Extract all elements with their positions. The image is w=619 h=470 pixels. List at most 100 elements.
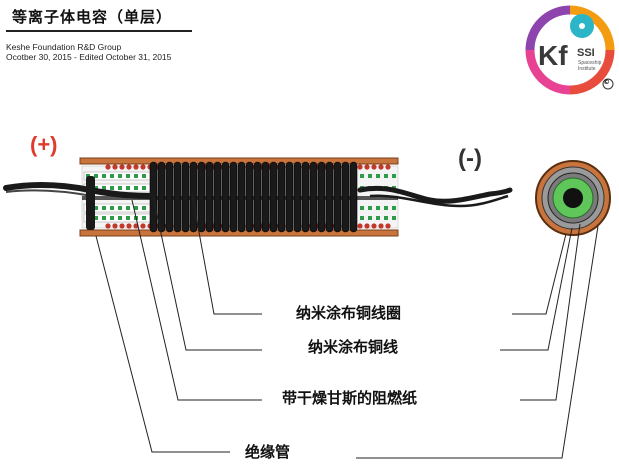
gans-dash (368, 216, 372, 220)
coil-turn (293, 161, 302, 233)
copper-dot (119, 164, 125, 170)
kfssi-logo (525, 5, 615, 95)
copyright-mark: © (603, 78, 610, 86)
gans-dash (110, 174, 114, 178)
coil-turn (221, 161, 230, 233)
gans-dash (102, 186, 106, 190)
gans-dash (376, 206, 380, 210)
gans-dash (384, 216, 388, 220)
coil-turn (277, 161, 286, 233)
label-insulation-tube: 绝缘管 (245, 443, 291, 461)
gans-dash (126, 216, 130, 220)
coil-turn (261, 161, 270, 233)
gans-dash (142, 186, 146, 190)
gans-dash (110, 206, 114, 210)
right-wire-lead-2 (369, 194, 509, 208)
page-title: 等离子体电容（单层） (12, 8, 173, 26)
gans-dash (142, 174, 146, 178)
copper-dot (364, 164, 370, 170)
leader-coil-right (512, 233, 567, 315)
gans-dash (94, 206, 98, 210)
copper-dot (133, 164, 139, 170)
gans-dash (94, 216, 98, 220)
coil-turn (349, 161, 358, 233)
coil-turn (269, 161, 278, 233)
coil-turn (301, 161, 310, 233)
leader-tube (95, 235, 230, 453)
coil-turn (173, 161, 182, 233)
copper-dot (385, 223, 391, 229)
logo-subtitle-line1: Spaceship (578, 60, 602, 66)
label-nano-wire: 纳米涂布铜线 (308, 338, 399, 356)
copper-dot (378, 223, 384, 229)
copper-dot (385, 164, 391, 170)
gans-dash (118, 186, 122, 190)
copper-dot (371, 164, 377, 170)
leader-wire (152, 195, 262, 351)
gans-dash (384, 174, 388, 178)
coil-turn (205, 161, 214, 233)
coil-turn (197, 161, 206, 233)
coil-turn (341, 161, 350, 233)
leader-coil (191, 193, 262, 315)
left-wire-lead-shadow (5, 189, 93, 197)
coil-turn (189, 161, 198, 233)
copper-dot (119, 223, 125, 229)
gans-dash (118, 216, 122, 220)
gans-dash (102, 216, 106, 220)
gans-dash (126, 206, 130, 210)
logo-subtitle-line2: Institute (578, 66, 596, 72)
right-wire-lead (357, 185, 513, 204)
coil-turn (309, 161, 318, 233)
coil-turn (181, 161, 190, 233)
copper-dot (126, 223, 132, 229)
coil-turn (245, 161, 254, 233)
gans-dash (360, 174, 364, 178)
gans-dash (384, 206, 388, 210)
leader-paper-right (520, 223, 581, 401)
copper-dot (357, 164, 363, 170)
leader-tube-right (356, 225, 599, 459)
coil-turn (237, 161, 246, 233)
gans-dash (142, 216, 146, 220)
copper-dot (112, 164, 118, 170)
gans-dash (110, 186, 114, 190)
date-line: Ocotber 30, 2015 - Edited October 31, 20… (6, 52, 172, 62)
gans-dash (94, 174, 98, 178)
label-gans-paper: 带干燥甘斯的阻燃纸 (282, 389, 418, 407)
coil-turn (325, 161, 334, 233)
leader-wire-right (500, 227, 573, 351)
coil-turn (317, 161, 326, 233)
gans-dash (376, 216, 380, 220)
title-underline (6, 30, 192, 32)
copper-dot (357, 223, 363, 229)
gans-dash (110, 216, 114, 220)
leader-paper (131, 199, 262, 401)
gans-dash (102, 206, 106, 210)
nano-coated-copper-coil (149, 161, 358, 233)
positive-terminal-label: (+) (30, 132, 58, 157)
copper-dot (378, 164, 384, 170)
copper-dot (364, 223, 370, 229)
logo-kf-text: Kf (538, 40, 568, 71)
gans-dash (102, 174, 106, 178)
gans-dash (142, 206, 146, 210)
gans-dash (126, 186, 130, 190)
gans-dash (134, 186, 138, 190)
copper-dot (105, 164, 111, 170)
gans-dash (118, 174, 122, 178)
copper-dot (112, 223, 118, 229)
coil-turn (333, 161, 342, 233)
gans-dash (392, 174, 396, 178)
gans-dash (376, 174, 380, 178)
coil-turn (157, 161, 166, 233)
cross-section-core (563, 188, 583, 208)
label-nano-coil: 纳米涂布铜线圈 (296, 304, 402, 322)
gans-dash (118, 206, 122, 210)
copper-dot (126, 164, 132, 170)
gans-dash (392, 206, 396, 210)
gans-dash (360, 206, 364, 210)
gans-dash (134, 174, 138, 178)
copper-dot (371, 223, 377, 229)
